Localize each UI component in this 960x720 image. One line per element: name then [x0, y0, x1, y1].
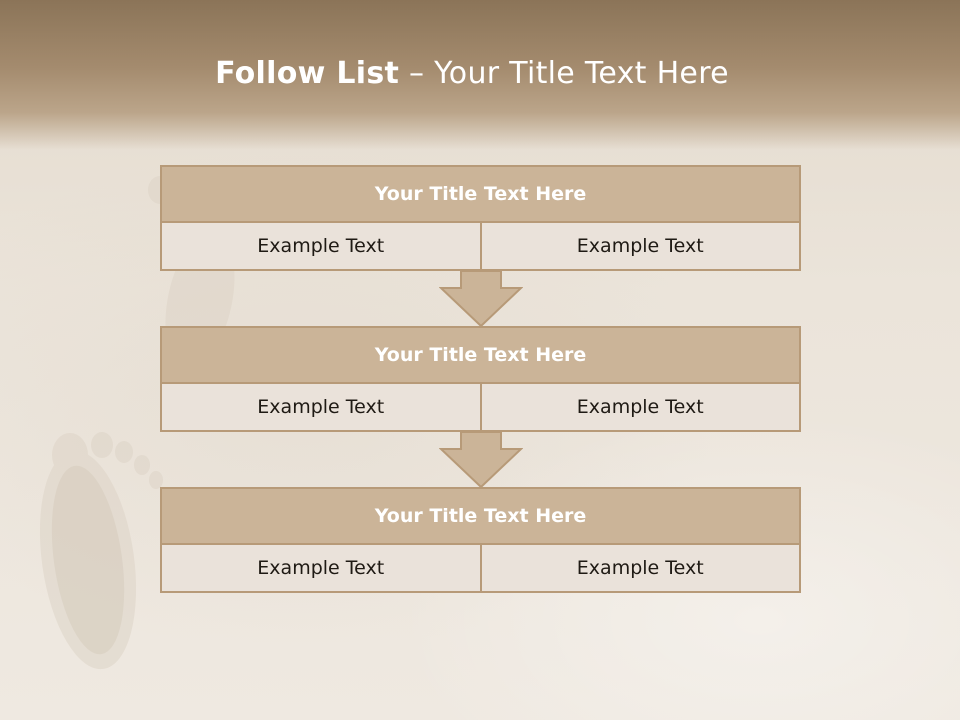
- block-title: Your Title Text Here: [162, 167, 799, 223]
- block-cell-right: Example Text: [479, 545, 800, 591]
- block-row: Example Text Example Text: [162, 223, 799, 269]
- list-block-3: Your Title Text Here Example Text Exampl…: [160, 487, 801, 593]
- block-title: Your Title Text Here: [162, 328, 799, 384]
- list-block-1: Your Title Text Here Example Text Exampl…: [160, 165, 801, 271]
- block-cell-right: Example Text: [479, 384, 800, 430]
- header-band: [0, 0, 960, 150]
- block-row: Example Text Example Text: [162, 384, 799, 430]
- block-cell-left: Example Text: [257, 557, 385, 579]
- arrow-down-icon: [439, 270, 523, 328]
- block-cell-left: Example Text: [257, 396, 385, 418]
- list-block-2: Your Title Text Here Example Text Exampl…: [160, 326, 801, 432]
- block-row: Example Text Example Text: [162, 545, 799, 591]
- block-cell-left: Example Text: [257, 235, 385, 257]
- block-cell-right: Example Text: [479, 223, 800, 269]
- title-bold: Follow List: [215, 56, 400, 91]
- title-rest: – Your Title Text Here: [399, 56, 729, 91]
- slide-title: Follow List – Your Title Text Here: [0, 56, 944, 91]
- arrow-down-icon: [439, 431, 523, 489]
- block-title: Your Title Text Here: [162, 489, 799, 545]
